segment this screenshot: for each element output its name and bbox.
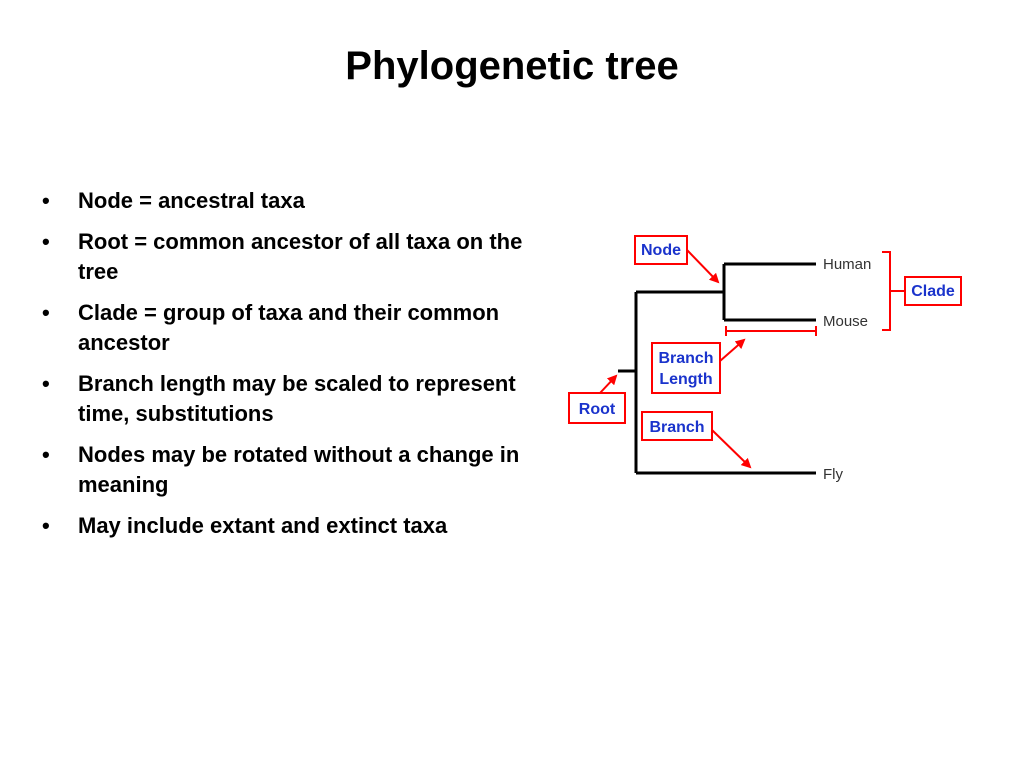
bullet-icon: • [42,300,50,325]
bullet-item: • Branch length may be scaled to represe… [40,369,560,429]
bullet-text: Node = ancestral taxa [78,188,305,213]
bullet-item: • Root = common ancestor of all taxa on … [40,227,560,287]
bullet-icon: • [42,513,50,538]
branch-arrow [711,429,752,469]
bullet-text: Root = common ancestor of all taxa on th… [78,229,523,284]
node-callout-box [634,235,688,265]
bullet-icon: • [42,442,50,467]
clade-callout-label: Clade [911,283,955,300]
tree-lines [618,262,816,475]
bullet-text: Nodes may be rotated without a change in… [78,442,520,497]
bullet-icon: • [42,188,50,213]
branch-callout-label: Branch [649,419,704,436]
bullet-list: • Node = ancestral taxa • Root = common … [40,186,560,552]
bullet-icon: • [42,229,50,254]
branch-length-arrow [719,338,746,362]
clade-bracket [882,251,891,331]
root-callout-label: Root [579,401,616,418]
branch-callout-box [641,411,713,441]
taxon-fly-label: Fly [823,466,843,483]
root-arrow [599,374,618,394]
phylogenetic-tree-diagram: Human Mouse Fly Clade Node Branch Length… [560,226,980,496]
node-arrow [686,249,720,284]
taxon-human-label: Human [823,256,871,273]
bullet-text: Clade = group of taxa and their common a… [78,300,500,355]
branch-length-callout-line2: Length [659,371,712,388]
node-callout-label: Node [641,242,681,259]
bullet-item: • Clade = group of taxa and their common… [40,298,560,358]
branch-length-callout-box [651,342,721,394]
bullet-text: May include extant and extinct taxa [78,513,448,538]
phylogenetic-tree-svg: Human Mouse Fly Clade Node Branch Length… [568,235,962,483]
branch-length-callout-line1: Branch [658,350,713,367]
root-callout-box [568,392,626,424]
bullet-icon: • [42,371,50,396]
slide-title: Phylogenetic tree [345,44,679,88]
bullet-item: • May include extant and extinct taxa [40,511,560,541]
clade-callout-box [904,276,962,306]
bullet-text: Branch length may be scaled to represent… [78,371,516,426]
bullet-item: • Nodes may be rotated without a change … [40,440,560,500]
taxon-mouse-label: Mouse [823,313,868,330]
bullet-item: • Node = ancestral taxa [40,186,560,216]
